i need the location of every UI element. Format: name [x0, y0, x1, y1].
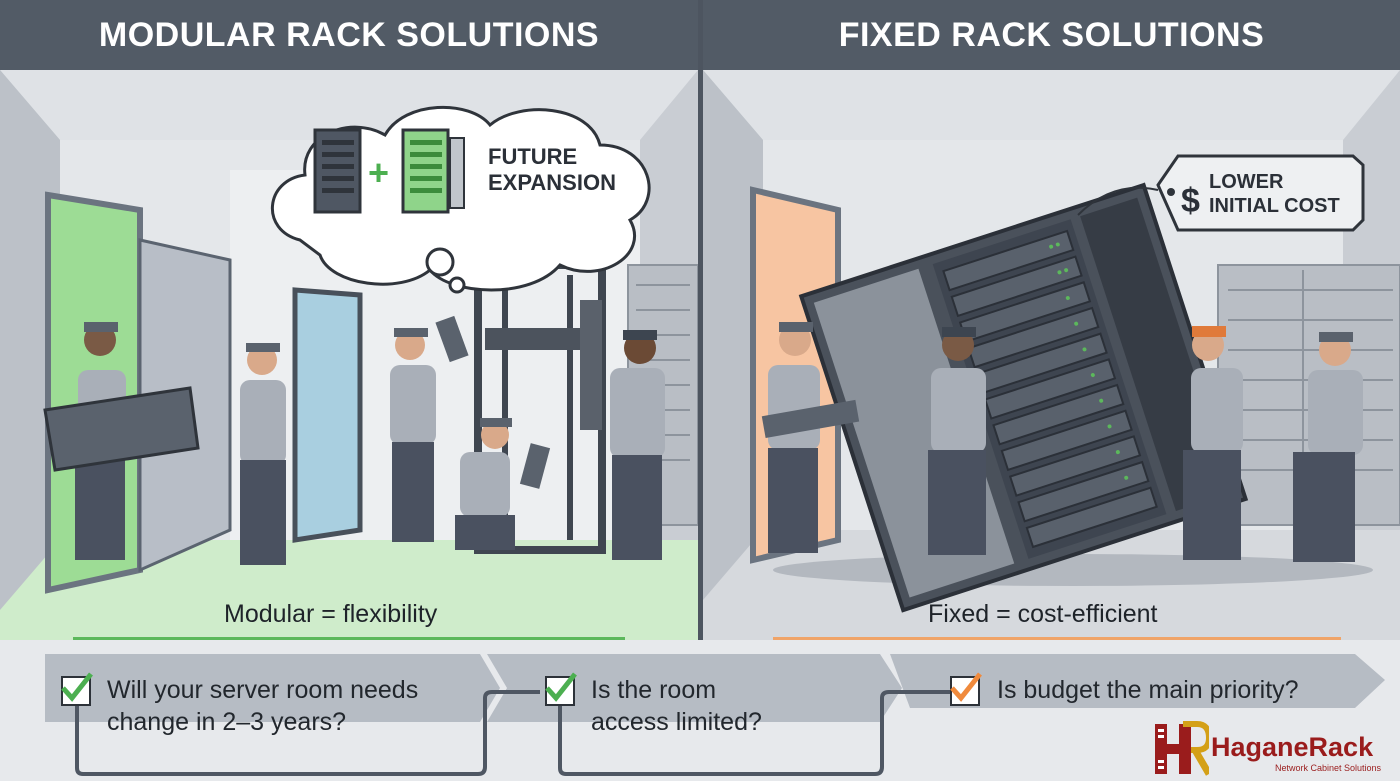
fixed-caption: Fixed = cost-efficient [928, 600, 1158, 628]
fixed-panel-title: FIXED RACK SOLUTIONS [703, 0, 1400, 70]
haganerack-logo: HaganeRack Network Cabinet Solutions [1153, 720, 1393, 776]
question-2: Is the room access limited? [591, 674, 762, 738]
question-3-line-1: Is budget the main priority? [997, 676, 1299, 704]
rack-glass-door [292, 287, 363, 543]
fixed-scene-illustration: $ LOWER INITIAL COST [703, 70, 1400, 640]
worker-at-rack [610, 330, 665, 560]
price-tag-line-2: INITIAL COST [1209, 195, 1340, 217]
modular-caption: Modular = flexibility [224, 600, 438, 628]
fixed-panel: $ LOWER INITIAL COST FIXED RACK SOLUTION… [703, 0, 1400, 640]
price-tag-line-1: LOWER [1209, 171, 1284, 193]
worker-holding-door [240, 343, 286, 565]
worker-kneeling [455, 418, 551, 550]
bubble-line-1: FUTURE [488, 144, 577, 169]
logo-tagline: Network Cabinet Solutions [1275, 763, 1382, 773]
modular-caption-underline [73, 637, 625, 640]
check-icon [61, 672, 93, 702]
worker-pushing-rack [928, 327, 986, 555]
modular-panel: + FUTURE EXPANSION [0, 0, 698, 640]
checkbox-q3[interactable] [950, 672, 982, 706]
panel-divider [698, 0, 703, 640]
decision-flow-arrows [45, 654, 1385, 776]
thought-bubble: + FUTURE EXPANSION [271, 105, 651, 294]
logo-name: HaganeRack [1211, 732, 1374, 762]
worker-orange-helmet [1183, 326, 1243, 560]
question-3: Is budget the main priority? [997, 674, 1299, 706]
check-icon [950, 672, 982, 702]
worker-carrying-panel [43, 322, 200, 560]
question-1-line-2: change in 2–3 years? [107, 708, 347, 736]
worker-with-tablet [390, 315, 469, 542]
check-icon [545, 672, 577, 702]
bubble-line-2: EXPANSION [488, 170, 616, 195]
decision-flow: Will your server room needs change in 2–… [0, 640, 1400, 781]
plus-icon: + [368, 152, 389, 193]
haganerack-logo-icon [1155, 721, 1209, 776]
question-1: Will your server room needs change in 2–… [107, 674, 418, 738]
question-2-line-1: Is the room [591, 676, 717, 704]
checkbox-q1[interactable] [61, 672, 93, 706]
question-2-line-2: access limited? [591, 708, 762, 736]
modular-panel-title: MODULAR RACK SOLUTIONS [0, 0, 698, 70]
price-tag: $ LOWER INITIAL COST [1077, 154, 1365, 232]
checkbox-q2[interactable] [545, 672, 577, 706]
dollar-icon: $ [1181, 182, 1200, 220]
question-1-line-1: Will your server room needs [107, 676, 419, 704]
worker-with-panel-near-door [761, 322, 860, 553]
fixed-caption-underline [773, 637, 1341, 640]
modular-scene-illustration: + FUTURE EXPANSION [0, 70, 698, 640]
worker-struggling [1293, 332, 1363, 562]
